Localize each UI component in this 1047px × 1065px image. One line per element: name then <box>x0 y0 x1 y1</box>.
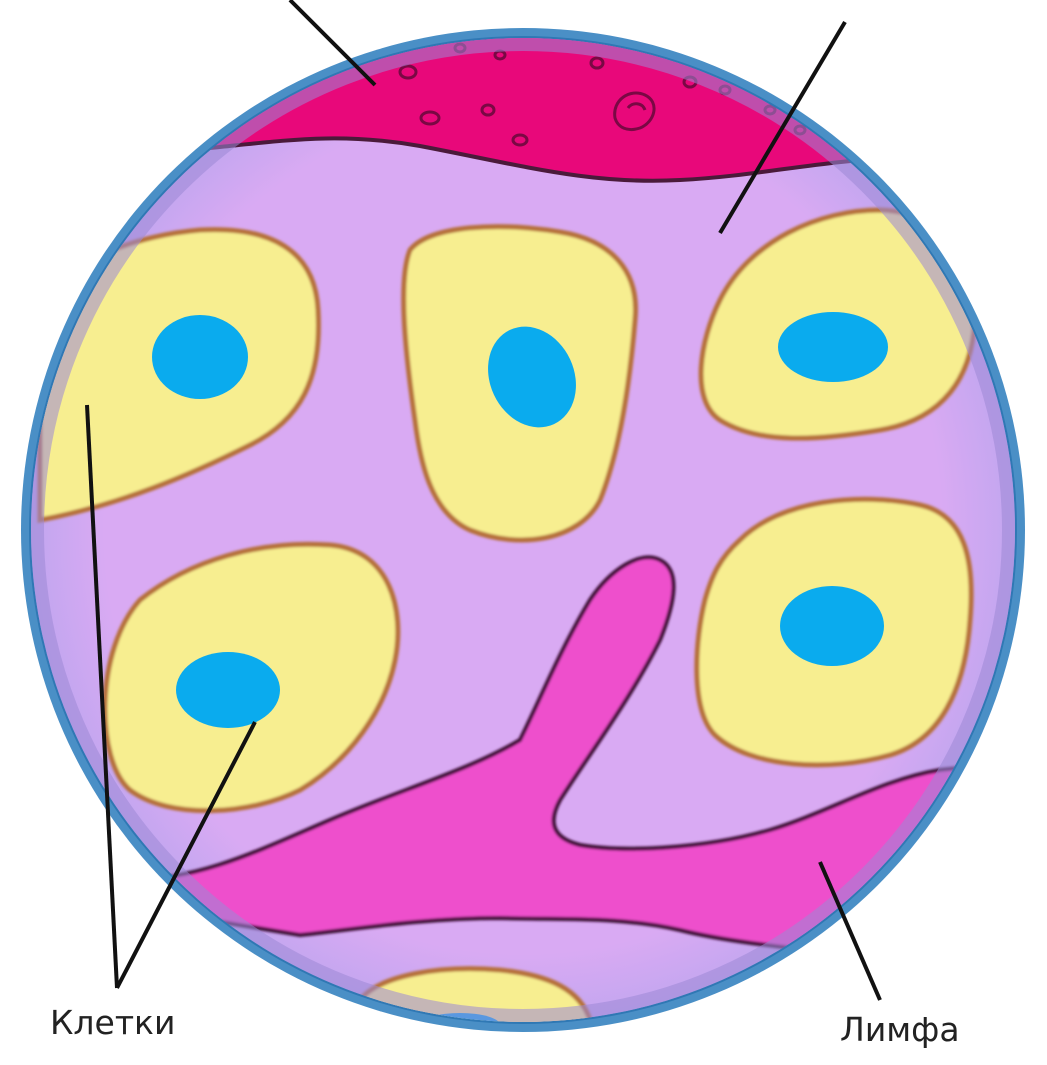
cell <box>697 499 971 765</box>
cell-nucleus <box>152 315 248 399</box>
label-lymph: Лимфа <box>840 1010 960 1049</box>
cell-nucleus <box>176 652 280 728</box>
label-cells: Клетки <box>50 1003 175 1042</box>
cell-nucleus <box>778 312 888 382</box>
cell-nucleus <box>780 586 884 666</box>
cell <box>404 227 636 540</box>
